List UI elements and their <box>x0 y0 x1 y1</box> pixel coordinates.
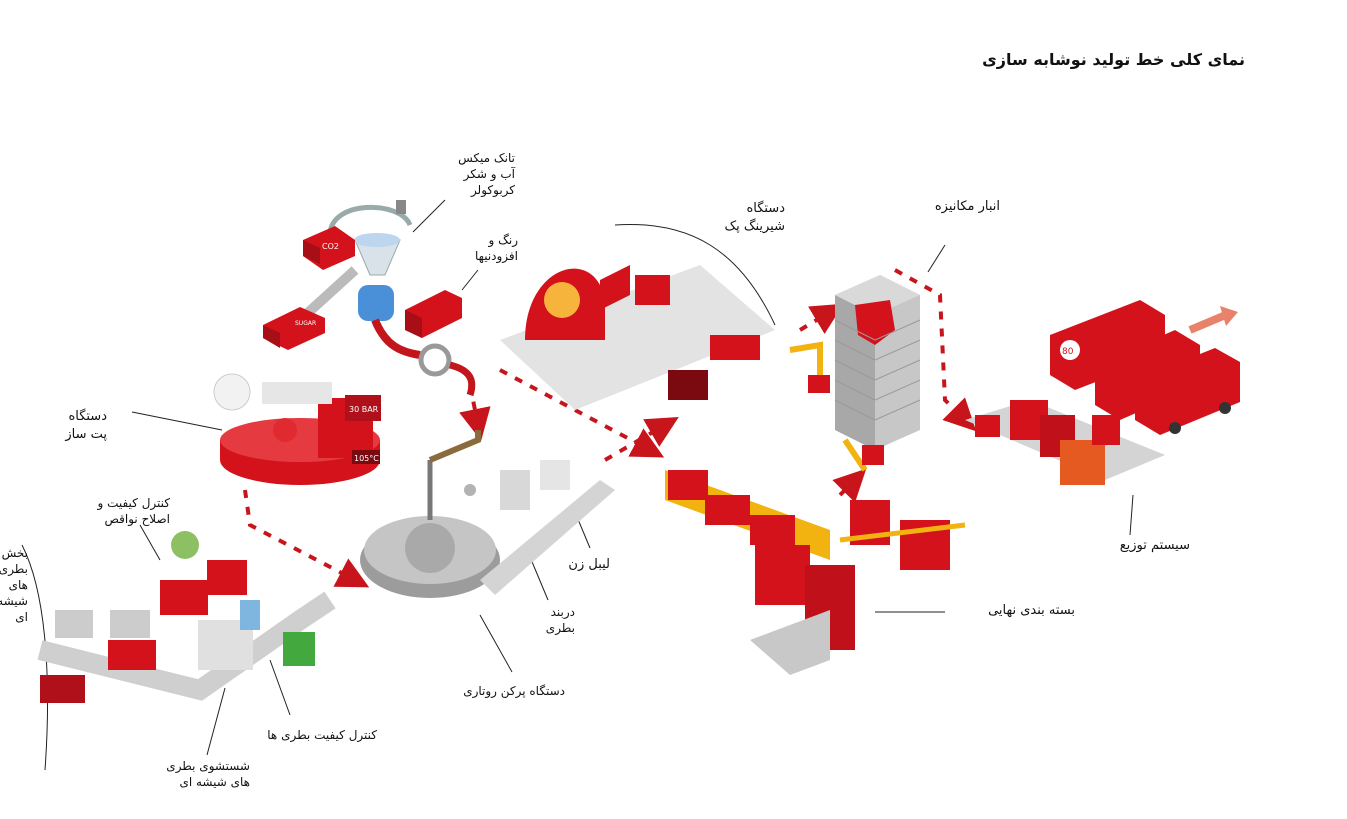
mix-tank-area <box>296 200 476 397</box>
final-packaging-area <box>665 470 966 675</box>
label-pet-machine: دستگاه پت ساز <box>65 409 107 442</box>
co2-badge: CO2 <box>322 242 339 251</box>
labeler-conveyor <box>464 460 615 595</box>
warehouse-tower <box>789 275 921 472</box>
label-distribution: سیستم توزیع <box>1119 538 1190 553</box>
sugar-badge: SUGAR <box>295 320 316 327</box>
shrink-pack-machine <box>500 265 775 410</box>
page-title: نمای کلی خط تولید نوشابه سازی <box>982 50 1245 69</box>
anniversary-badge: 80 <box>1062 347 1074 357</box>
pressure-badge: 30 BAR <box>349 405 379 414</box>
label-final-packaging: بسته بندی نهایی <box>988 603 1075 618</box>
glass-bottle-line <box>37 531 336 703</box>
delivery-trucks: 80 <box>1050 300 1240 435</box>
sugar-truck: SUGAR <box>263 307 325 350</box>
label-color-additives: رنگ و افزودنیها <box>475 233 518 263</box>
label-labeler: لیبل زن <box>568 557 610 572</box>
label-warehouse: انبار مکانیزه <box>934 199 1000 214</box>
rotary-filler <box>360 430 500 598</box>
label-mix-tank: تانک میکس آب و شکر کربوکولر <box>458 151 515 197</box>
pet-machine: 30 BAR 105°C <box>213 373 381 485</box>
additives-truck <box>405 290 462 338</box>
label-glass-distribution: بخش بطری های شیشه ای <box>0 546 28 624</box>
co2-truck: CO2 <box>303 226 355 270</box>
temperature-badge: 105°C <box>354 454 379 463</box>
label-shrink-pack: دستگاه شیرینگ پک <box>724 201 785 234</box>
label-bottle-washer: شستشوی بطری های شیشه ای <box>166 759 250 789</box>
label-capper: دربند بطری <box>545 605 575 635</box>
label-qc-repair: کنترل کیفیت و اصلاح نواقص <box>97 496 170 526</box>
distribution-area <box>965 400 1165 485</box>
label-bottle-qc: کنترل کیفیت بطری ها <box>267 728 377 742</box>
label-rotary-filler: دستگاه پرکن روتاری <box>463 684 565 698</box>
